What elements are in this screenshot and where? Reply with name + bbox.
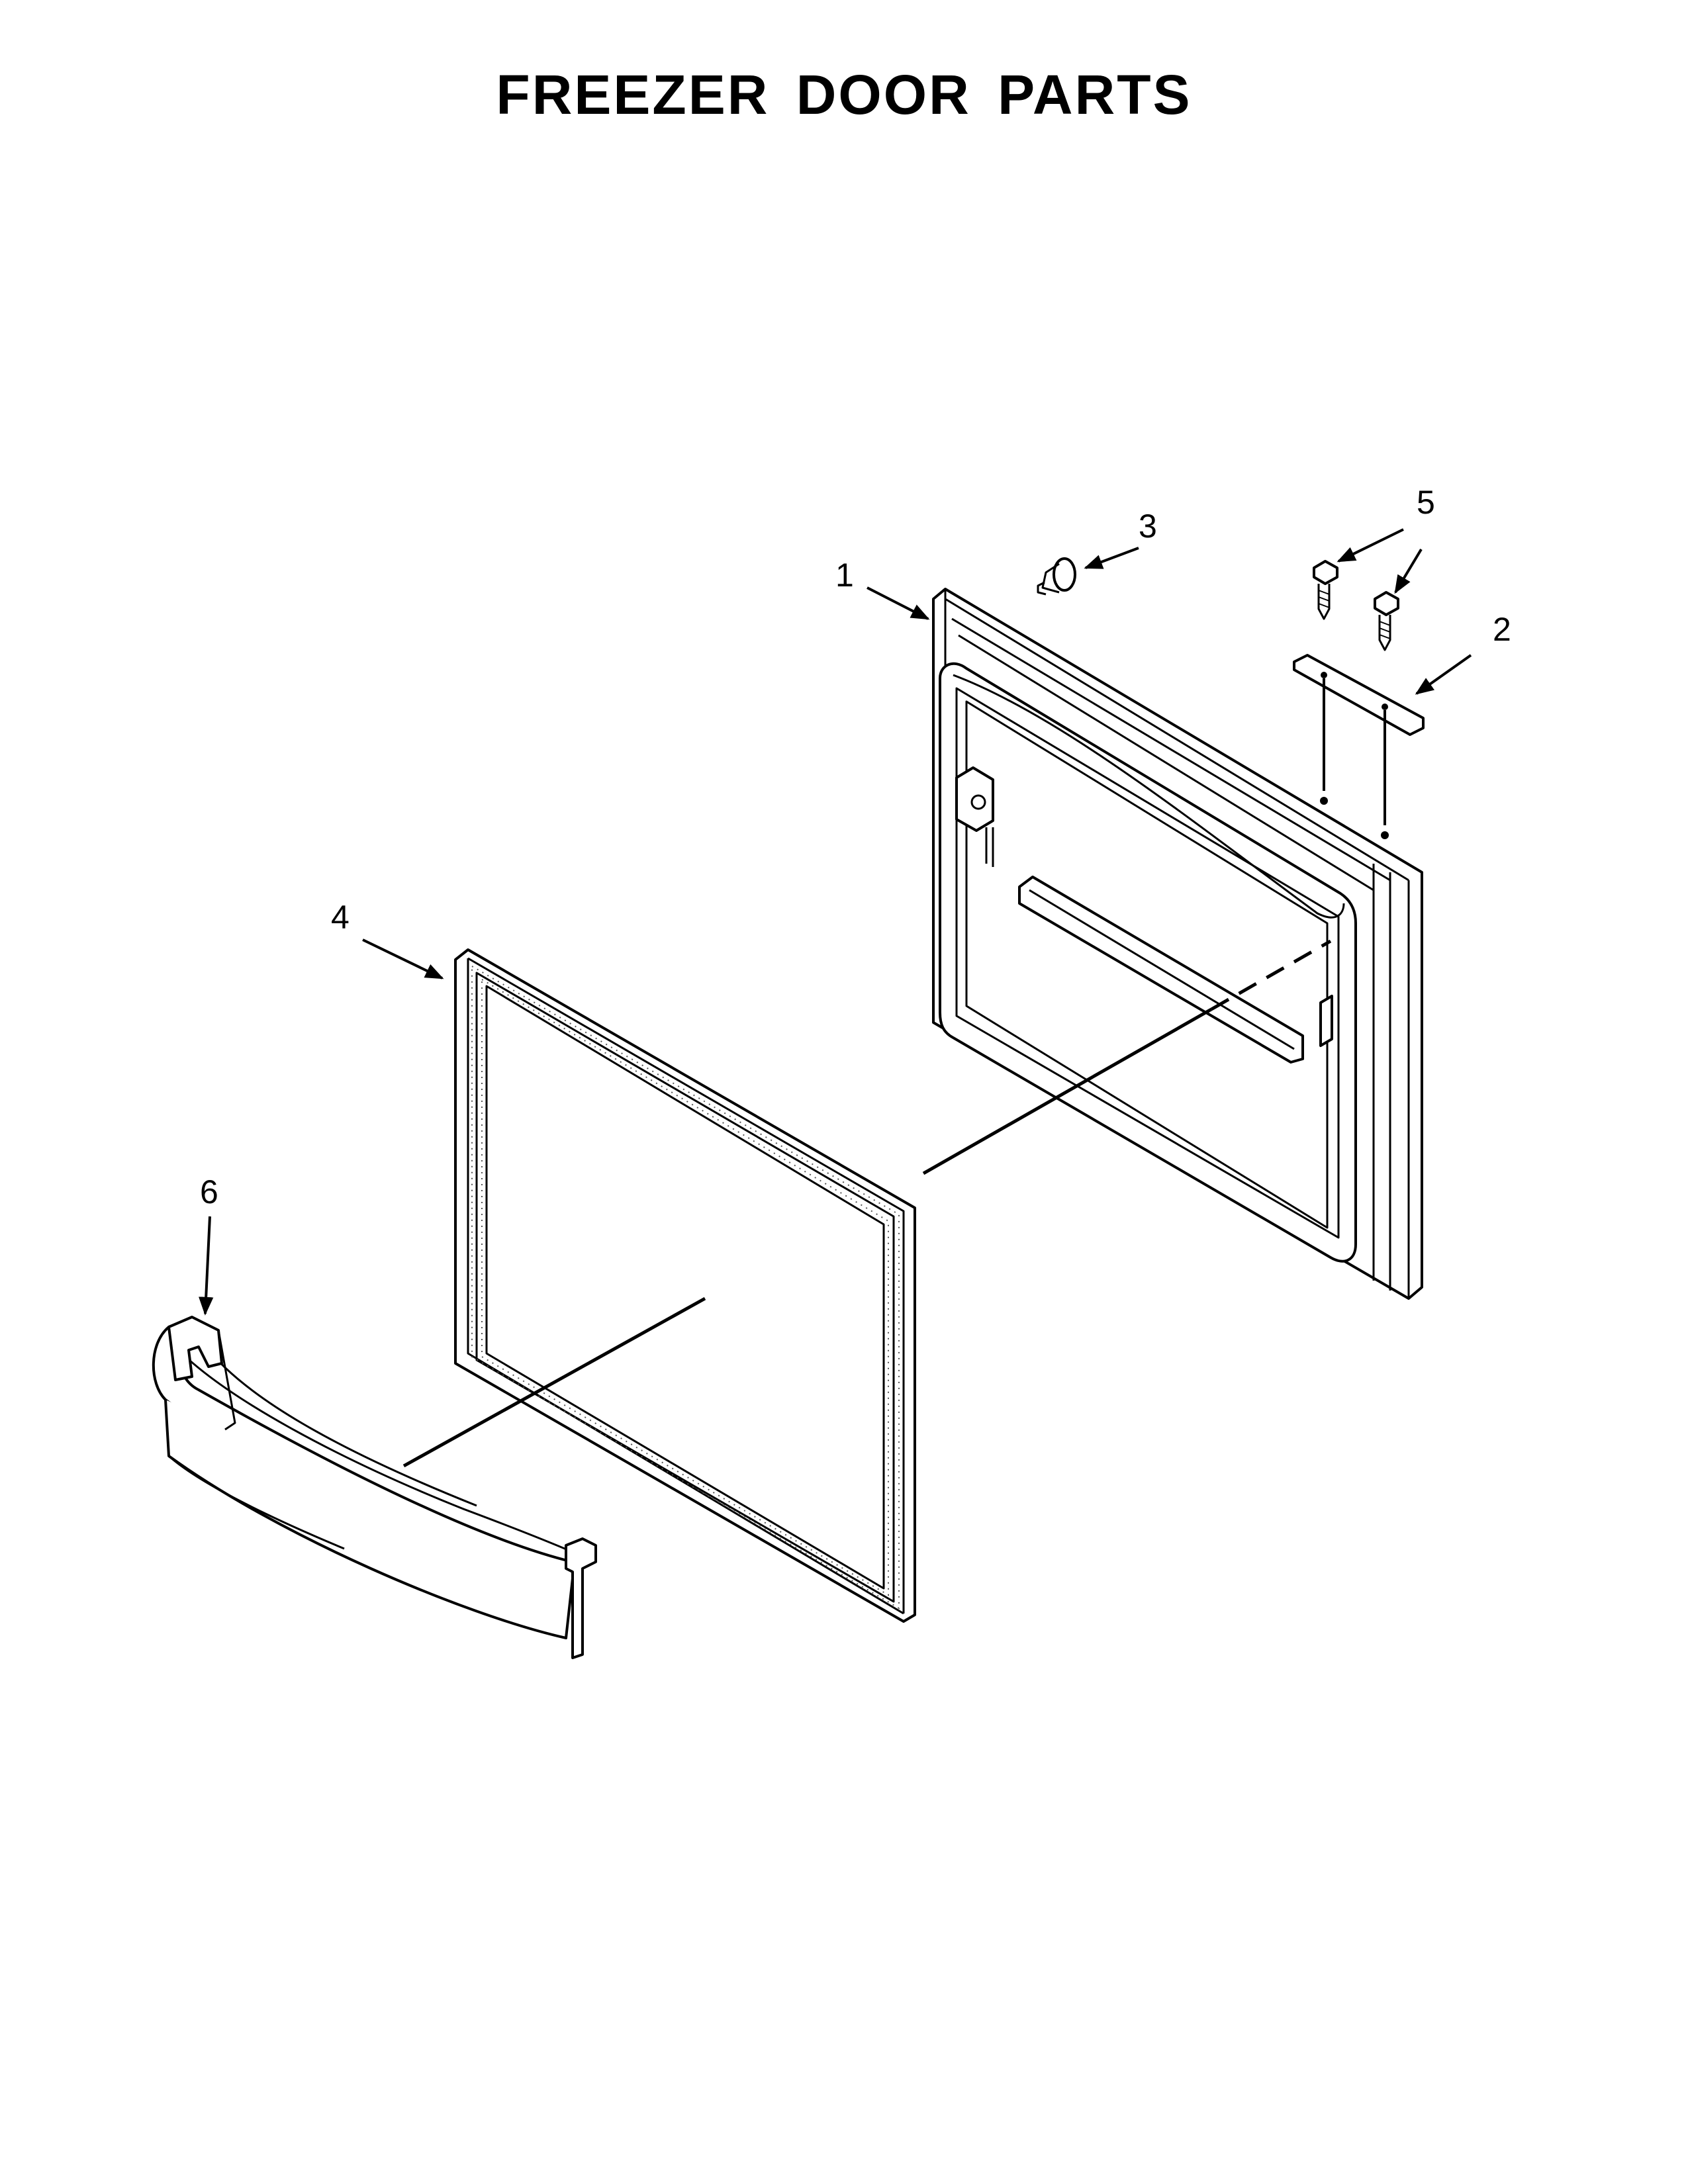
- callout-label-4: 4: [331, 899, 350, 936]
- hinge-block: [955, 766, 994, 867]
- door-gasket-part: [454, 948, 916, 1623]
- freezer-door-part: [932, 588, 1423, 1300]
- callout-label-5: 5: [1417, 484, 1435, 521]
- assembly-center-lines: [402, 939, 1332, 1468]
- callout-label-1: 1: [835, 557, 854, 594]
- door-bin-part: [152, 1316, 597, 1659]
- callout-label-6: 6: [200, 1173, 218, 1210]
- callout-arrow-1: [867, 586, 930, 620]
- callout-arrow-2: [1415, 654, 1472, 695]
- screw-hole: [1320, 797, 1328, 805]
- screw-part: [1374, 591, 1399, 651]
- callout-label-2: 2: [1493, 611, 1511, 648]
- callout-arrow-6: [199, 1216, 214, 1316]
- callout-arrow-5a: [1336, 528, 1404, 563]
- hinge-bracket-part: [1293, 654, 1425, 736]
- callout-label-3: 3: [1139, 508, 1157, 545]
- screw-hole: [1381, 831, 1389, 839]
- door-shelf-rail: [1018, 876, 1304, 1064]
- screw-part: [1313, 560, 1338, 620]
- door-stop-part: [1037, 557, 1076, 596]
- page-title: FREEZER DOOR PARTS: [496, 64, 1192, 126]
- callout-arrow-3: [1084, 547, 1139, 569]
- callout-arrow-5b: [1394, 548, 1423, 594]
- callout-arrow-4: [362, 938, 444, 979]
